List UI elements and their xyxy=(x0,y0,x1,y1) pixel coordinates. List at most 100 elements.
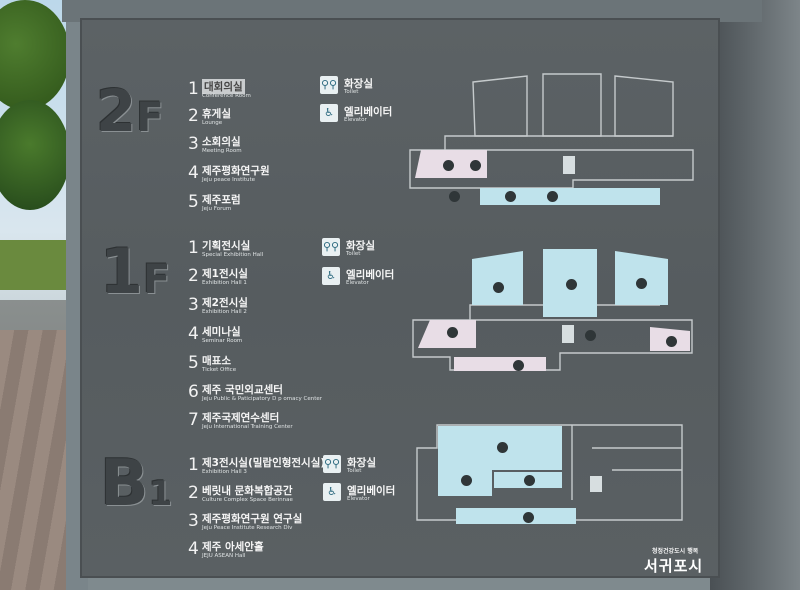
facility-name-en: Toilet xyxy=(346,251,361,257)
room-pin xyxy=(497,442,508,453)
room-number: 6 xyxy=(188,382,199,402)
room-pin xyxy=(547,191,558,202)
room-number: 3 xyxy=(188,134,199,154)
tree-foliage xyxy=(0,100,70,210)
floor-badge-main: B xyxy=(100,447,149,521)
room-pin xyxy=(493,282,504,293)
floor-badge-main: 2 xyxy=(96,77,137,145)
room-number: 1 xyxy=(188,238,199,258)
facility-name-en: Toilet xyxy=(344,89,359,95)
room-name: 세미나실 xyxy=(202,326,241,338)
grass xyxy=(0,240,75,290)
facility-name: 엘리베이터 xyxy=(347,485,396,497)
floor-badge-sub: F xyxy=(143,257,171,303)
room-name-en: Jeju Peace Institute Research Div xyxy=(202,525,293,531)
room-number: 4 xyxy=(188,324,199,344)
floor-badge-2f: 2F xyxy=(96,82,164,140)
room-shape xyxy=(454,357,546,371)
right-wall xyxy=(710,0,800,590)
room-name: 제주 아세안홀 xyxy=(202,541,264,553)
facility-name-en: Elevator xyxy=(347,496,370,502)
room-name-en: Jeju Forum xyxy=(202,206,232,212)
floor-directory-board xyxy=(80,18,720,578)
floor-plan-1f xyxy=(412,249,693,371)
facility-name-en: Elevator xyxy=(344,117,367,123)
facility-name: 화장실 xyxy=(344,78,373,90)
room-name: 기획전시실 xyxy=(202,240,251,252)
watermark-text: 서귀포시 xyxy=(644,557,704,575)
elevator-icon xyxy=(563,156,575,174)
elevator-icon: ♿ xyxy=(322,267,340,285)
room-name-en: Exhibition Hall 3 xyxy=(202,469,247,475)
room-pin xyxy=(461,475,472,486)
room-name: 매표소 xyxy=(202,355,231,367)
room-pin xyxy=(523,512,534,523)
room-name-en: JEJU ASEAN Hall xyxy=(202,553,246,559)
room-number: 1 xyxy=(188,455,199,475)
room-name: 제주평화연구원 연구실 xyxy=(202,513,303,525)
facility-name: 화장실 xyxy=(347,457,376,469)
room-name-en: Jeju International Training Center xyxy=(202,424,293,430)
paving-stones xyxy=(0,330,70,590)
room-shape xyxy=(480,188,660,205)
elevator-icon: ♿ xyxy=(320,104,338,122)
room-number: 7 xyxy=(188,410,199,430)
room-shape xyxy=(456,508,576,524)
palm-tree xyxy=(0,0,70,110)
room-name-en: Jeju peace Institute xyxy=(202,177,256,183)
room-pin xyxy=(636,278,647,289)
floor-badge-1f: 1F xyxy=(100,238,170,303)
room-name: 제주포럼 xyxy=(202,194,241,206)
room-number: 2 xyxy=(188,483,199,503)
room-name: 베릿내 문화복합공간 xyxy=(202,485,293,497)
floor-badge-main: 1 xyxy=(100,235,144,308)
facility-name-en: Elevator xyxy=(346,280,369,286)
room-name-en: Lounge xyxy=(202,120,223,126)
room-pin xyxy=(505,191,516,202)
room-name-en: Meeting Room xyxy=(202,148,242,154)
room-pin xyxy=(566,279,577,290)
room-name-en: Ticket Office xyxy=(202,367,237,373)
room-name-en: Culture Complex Space Berinnae xyxy=(202,497,293,503)
room-pin xyxy=(449,191,460,202)
room-number: 3 xyxy=(188,295,199,315)
room-name-en: Jeju Public & Paticipatory D p omacy Cen… xyxy=(202,396,323,402)
room-number: 4 xyxy=(188,163,199,183)
floor-plan-2f xyxy=(409,73,694,205)
floor-badge-b1: B1 xyxy=(100,452,172,516)
toilet-icon: ⚲⚲ xyxy=(323,455,341,473)
elevator-icon xyxy=(562,325,574,343)
board-top-frame xyxy=(62,0,762,22)
room-name-en: Exhibition Hall 2 xyxy=(202,309,247,315)
room-number: 3 xyxy=(188,511,199,531)
room-name: 제1전시실 xyxy=(202,268,248,280)
facility-name-en: Toilet xyxy=(347,468,362,474)
room-shape xyxy=(472,251,523,305)
facility-name: 화장실 xyxy=(346,240,375,252)
floor-badge-sub: F xyxy=(136,95,164,141)
room-name-en: Seminar Room xyxy=(202,338,243,344)
room-name: 제주 국민외교센터 xyxy=(202,384,283,396)
room-name-en: Exhibition Hall 1 xyxy=(202,280,247,286)
floor-plan-b1 xyxy=(416,424,683,524)
elevator-icon: ♿ xyxy=(323,483,341,501)
room-name-en: Special Exhibition Hall xyxy=(202,252,264,258)
facility-name: 엘리베이터 xyxy=(344,106,393,118)
room-number: 1 xyxy=(188,79,199,99)
room-pin xyxy=(513,360,524,371)
room-number: 4 xyxy=(188,539,199,559)
room-pin xyxy=(585,330,596,341)
room-name: 제주국제연수센터 xyxy=(202,412,280,424)
toilet-icon: ⚲⚲ xyxy=(322,238,340,256)
room-name: 소회의실 xyxy=(202,136,241,148)
room-number: 2 xyxy=(188,106,199,126)
room-name: 대회의실 xyxy=(202,79,245,94)
room-name: 제주평화연구원 xyxy=(202,165,270,177)
room-number: 2 xyxy=(188,266,199,286)
watermark-tagline: 청정건강도시 행복 xyxy=(652,548,699,555)
facility-name: 엘리베이터 xyxy=(346,269,395,281)
city-watermark: 청정건강도시 행복 서귀포시 xyxy=(644,546,703,576)
room-name: 제3전시실(밀랍인형전시실) xyxy=(202,457,326,469)
room-name: 제2전시실 xyxy=(202,297,248,309)
